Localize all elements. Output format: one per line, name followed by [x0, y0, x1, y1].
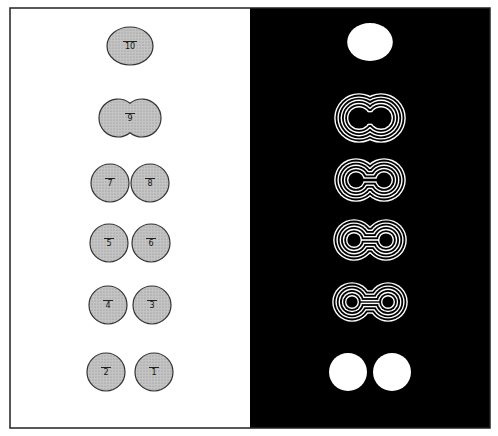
cell-number: 9 — [125, 113, 134, 123]
blob — [373, 353, 411, 391]
contour-plots — [329, 23, 411, 391]
cell-number: 8 — [145, 178, 154, 188]
contour-line — [378, 232, 394, 248]
outer-border — [10, 8, 490, 428]
cell-shape: 5 — [89, 223, 129, 263]
cell-body — [99, 99, 161, 137]
contour-line — [382, 296, 393, 307]
blob — [329, 353, 367, 391]
cell-body — [131, 164, 169, 202]
cell-shape: 8 — [130, 163, 170, 203]
left-panel — [10, 8, 250, 428]
contour-line — [379, 293, 397, 311]
cell-number: 10 — [123, 41, 137, 51]
cell-shape: 6 — [131, 223, 171, 263]
contour-plot — [334, 158, 406, 202]
contour-plot — [347, 23, 393, 61]
cell-body — [132, 224, 170, 262]
cell-shape: 10 — [106, 26, 154, 66]
right-panel — [250, 8, 490, 428]
cell-number: 4 — [103, 300, 112, 310]
contour-line — [379, 233, 392, 246]
cell-shape: 2 — [86, 352, 126, 392]
cell-body — [89, 286, 127, 324]
contour-line — [346, 232, 362, 248]
cell-shape: 9 — [98, 98, 162, 138]
cell-body — [91, 164, 129, 202]
blob — [347, 23, 393, 61]
cell-number: 6 — [146, 238, 155, 248]
contour-plot — [329, 353, 411, 391]
contour-line — [346, 296, 357, 307]
cell-body — [135, 353, 173, 391]
cell-body — [90, 224, 128, 262]
contour-plot — [332, 282, 408, 322]
contour-line — [347, 233, 360, 246]
contour-line — [345, 295, 359, 309]
cell-shape: 3 — [132, 285, 172, 325]
cell-body — [87, 353, 125, 391]
contour-line — [359, 112, 381, 123]
cell-number: 1 — [149, 367, 158, 377]
cell-number: 5 — [104, 238, 113, 248]
cell-shape: 1 — [134, 352, 174, 392]
cell-shape: 4 — [88, 285, 128, 325]
cell-number: 7 — [105, 178, 114, 188]
contour-line — [381, 295, 395, 309]
cell-body — [107, 27, 153, 65]
cell-number: 2 — [101, 367, 110, 377]
cell-number: 3 — [147, 300, 156, 310]
cell-body — [133, 286, 171, 324]
contour-line — [356, 179, 384, 182]
contour-line — [359, 111, 381, 125]
contour-plot — [334, 93, 406, 143]
contour-plot — [333, 219, 407, 261]
contour-line — [343, 293, 361, 311]
cell-shape: 7 — [90, 163, 130, 203]
